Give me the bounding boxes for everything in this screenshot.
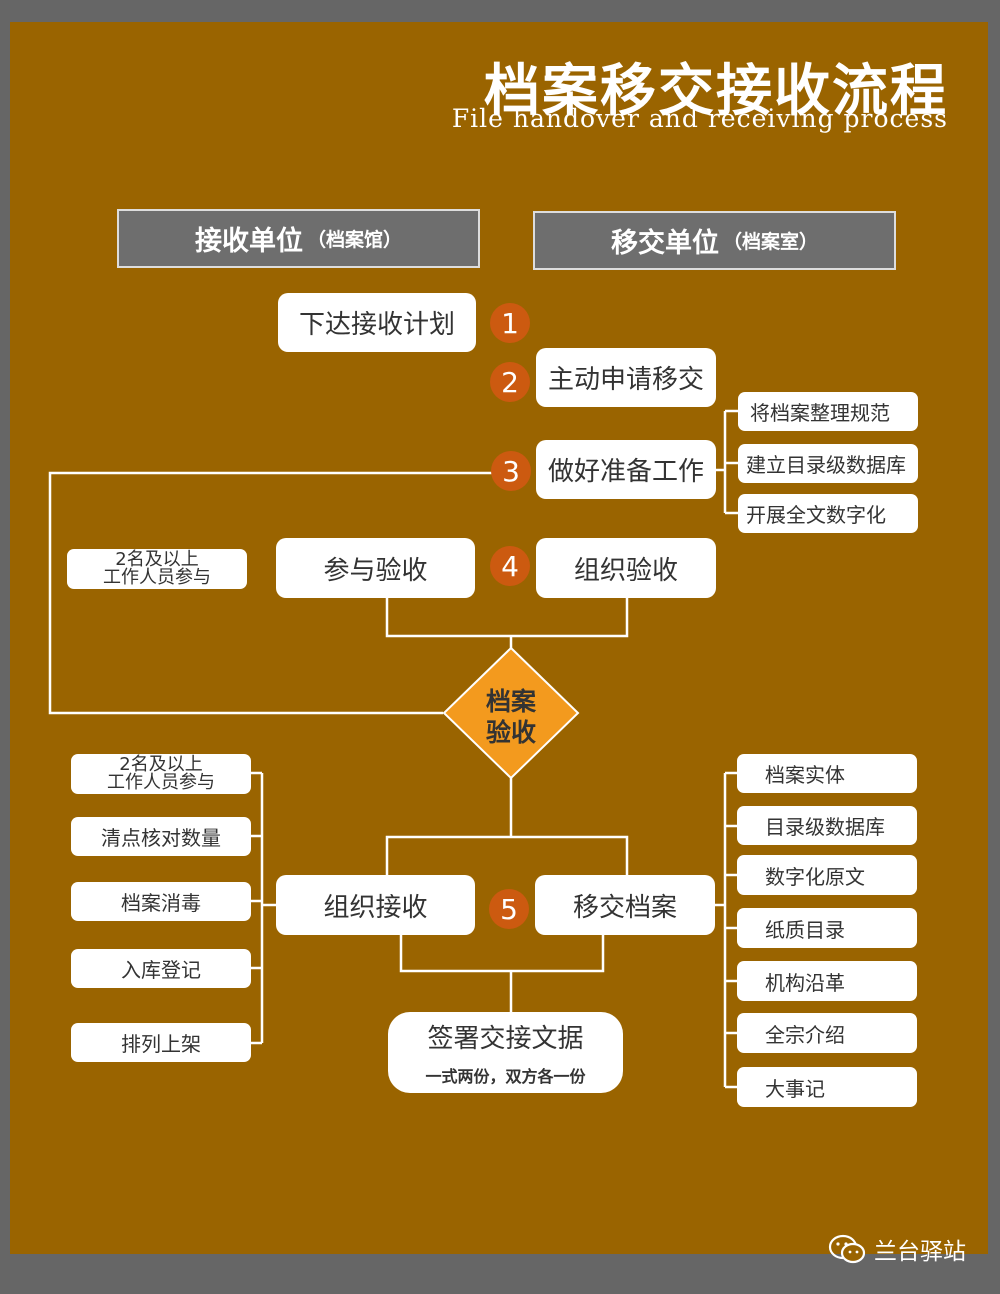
step-transfer-archives: 移交档案: [535, 875, 715, 935]
header-transferor-label: 移交单位: [610, 228, 719, 259]
step-apply-transfer: 主动申请移交: [536, 348, 716, 407]
transfer-item: 目录级数据库: [737, 806, 917, 845]
transfer-item: 机构沿革: [737, 961, 917, 1001]
right-bracket: [715, 771, 737, 1089]
receive-item: 档案消毒: [71, 882, 251, 921]
prep-item: 将档案整理规范: [738, 392, 918, 431]
page-title: 档案移交接收流程: [484, 59, 948, 124]
sign-note: 一式两份，双方各一份: [425, 1067, 586, 1086]
footer-brand-name: 兰台驿站: [874, 1239, 966, 1265]
receive-item: 入库登记: [71, 949, 251, 988]
staff-note-line: 2名及以上: [119, 754, 203, 775]
header-receiver-label: 接收单位: [194, 226, 303, 257]
acceptance-diamond: [442, 646, 580, 780]
transfer-item: 档案实体: [737, 754, 917, 793]
header-transferor: 移交单位（档案室）: [533, 211, 896, 270]
prep-bracket: [716, 409, 738, 515]
receive-item: 清点核对数量: [71, 817, 251, 856]
page-subtitle: File handover and receiving process: [451, 104, 948, 133]
staff-note-top: 2名及以上 工作人员参与: [67, 549, 247, 589]
staff-note-line: 2名及以上: [115, 549, 199, 570]
footer-brand: 兰台驿站: [828, 1232, 966, 1266]
header-receiver-sub: （档案馆）: [306, 229, 402, 251]
step-number-2: 2: [490, 362, 530, 402]
header-receiver: 接收单位（档案馆）: [117, 209, 480, 268]
receive-item: 排列上架: [71, 1023, 251, 1062]
step-number-1: 1: [490, 303, 530, 343]
decision-label: 档案 验收: [471, 686, 551, 748]
staff-note-bottom: 2名及以上 工作人员参与: [71, 754, 251, 794]
step-organize-receive: 组织接收: [276, 875, 475, 935]
step-organize-acceptance: 组织验收: [536, 538, 716, 598]
transfer-item: 全宗介绍: [737, 1013, 917, 1053]
decision-line: 档案: [485, 687, 536, 716]
prep-item: 建立目录级数据库: [738, 444, 918, 483]
step-participate-acceptance: 参与验收: [276, 538, 475, 598]
transfer-item: 大事记: [737, 1067, 917, 1107]
sign-title: 签署交接文据: [427, 1024, 584, 1054]
prep-item: 开展全文数字化: [738, 494, 918, 533]
step-number-4: 4: [490, 546, 530, 586]
header-transferor-sub: （档案室）: [722, 231, 818, 253]
step-issue-plan: 下达接收计划: [278, 293, 476, 352]
step-number-3: 3: [491, 451, 531, 491]
sign-handover-document: 签署交接文据 一式两份，双方各一份: [388, 1012, 623, 1093]
transfer-item: 纸质目录: [737, 908, 917, 948]
wechat-icon: [828, 1234, 866, 1264]
left-bracket: [250, 771, 276, 1045]
step-prepare-work: 做好准备工作: [536, 440, 716, 499]
step-number-5: 5: [489, 889, 529, 929]
loop-line: [48, 471, 492, 715]
staff-note-line: 工作人员参与: [107, 772, 215, 793]
step5-split: [385, 778, 629, 875]
transfer-item: 数字化原文: [737, 855, 917, 895]
step4-bracket: [385, 598, 629, 648]
sign-join: [399, 934, 605, 1012]
decision-line: 验收: [485, 718, 536, 747]
staff-note-line: 工作人员参与: [103, 567, 211, 588]
